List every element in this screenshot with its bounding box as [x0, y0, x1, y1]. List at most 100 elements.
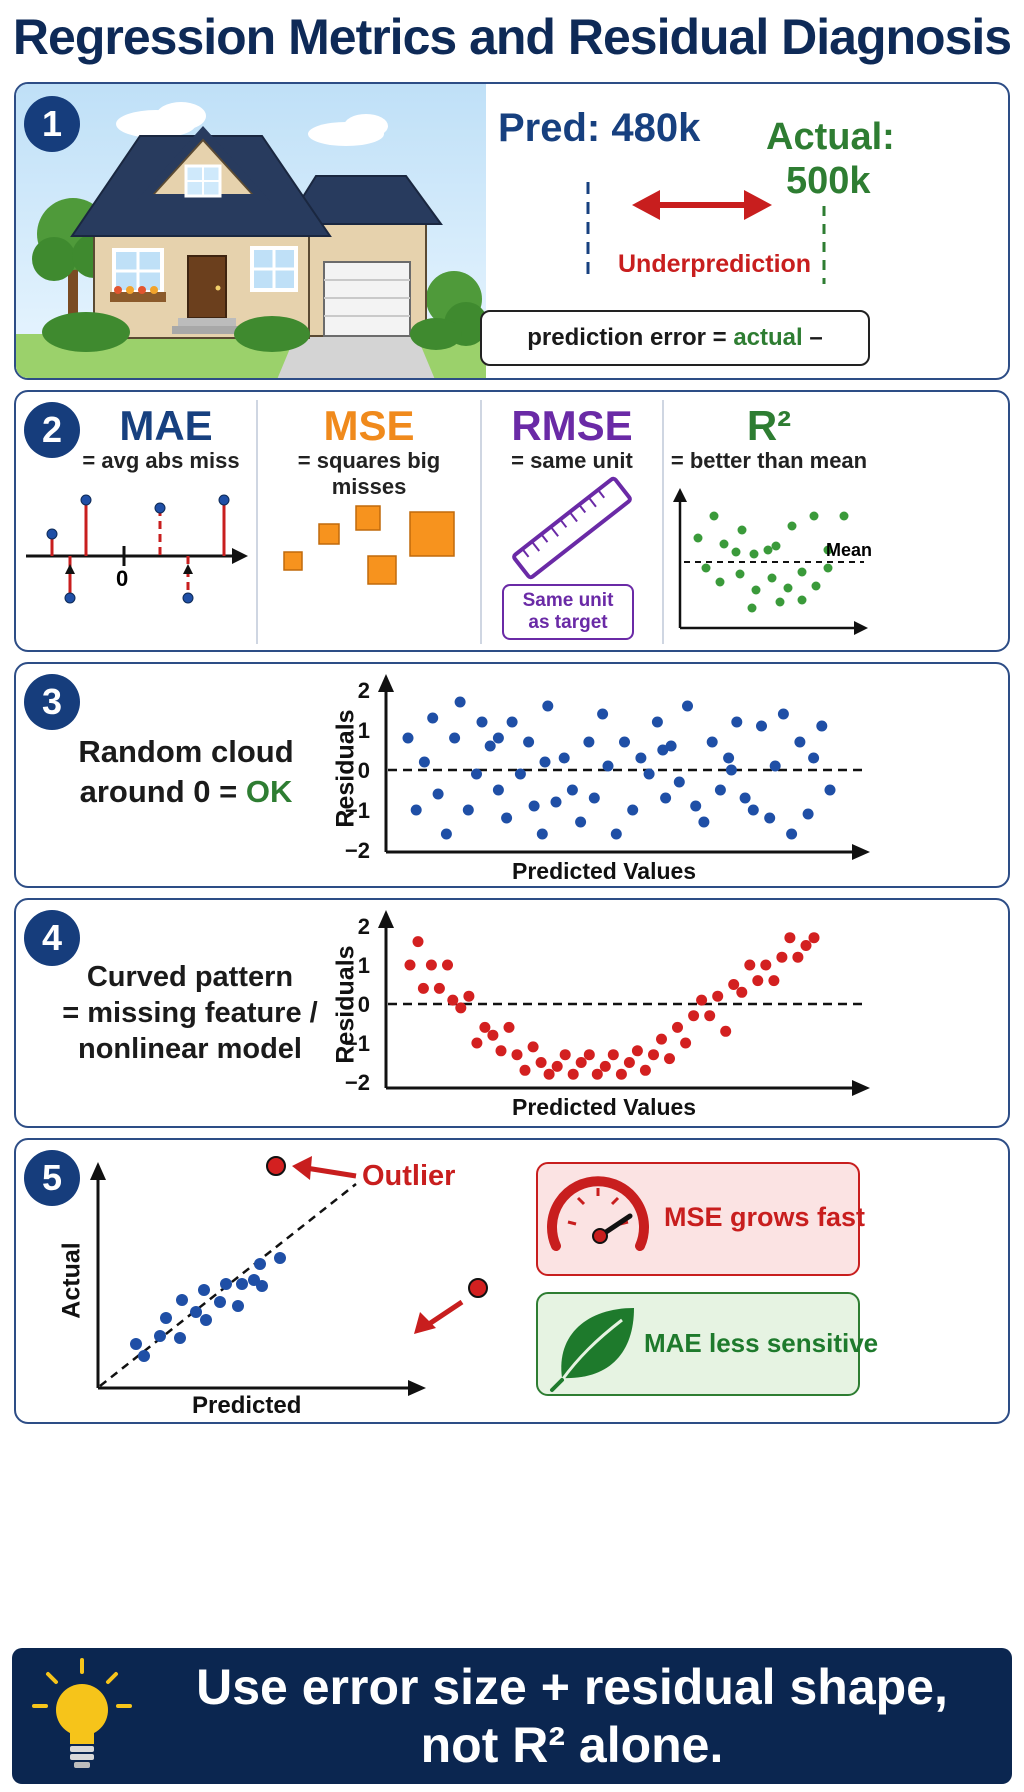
residual-point	[528, 800, 540, 812]
residual-point	[454, 696, 466, 708]
error-formula: prediction error = actual – prediction	[480, 310, 870, 378]
ytick: 0	[357, 992, 370, 1017]
residual-point	[539, 756, 551, 768]
residual-point	[720, 1025, 732, 1037]
residual-point	[648, 1049, 659, 1061]
rmse-box-line2: as target	[528, 612, 608, 633]
curved-pattern-line2: = missing feature /	[62, 997, 318, 1029]
outlier-point	[266, 1156, 286, 1176]
residual-point	[784, 932, 796, 944]
residual-point	[752, 975, 764, 987]
rmse-box-line1: Same unit	[522, 590, 614, 611]
curved-pattern-line1: Curved pattern	[86, 961, 294, 993]
residual-point	[756, 720, 767, 732]
residual-point	[476, 716, 488, 728]
step-number-2: 2	[24, 402, 80, 458]
panel-curved-residuals: 4 Curved pattern = missing feature / non…	[14, 898, 1010, 1128]
panel-prediction-error: 1 Pred: 480k Actual: 500k Underpredictio…	[14, 82, 1010, 380]
residual-point	[527, 1041, 539, 1053]
mse-square	[318, 523, 340, 545]
ytick: −2	[344, 838, 370, 863]
takeaway-banner: Use error size + residual shape, not R² …	[12, 1648, 1012, 1784]
curved-residual-plot	[378, 910, 870, 1096]
random-residual-plot	[378, 674, 870, 860]
residual-point	[615, 1068, 627, 1080]
random-cloud-prefix: around 0 =	[79, 774, 246, 809]
residual-point	[412, 936, 424, 948]
metric-divider	[256, 400, 258, 644]
chart3-y-arrow	[378, 674, 394, 692]
residual-point	[442, 959, 453, 971]
residual-point	[619, 736, 630, 748]
metric-rmse-desc: = same unit	[511, 448, 633, 473]
prediction-label: Pred: 480k	[498, 106, 701, 150]
residual-point	[543, 1068, 555, 1080]
mse-grows-fast-card: MSE grows fast	[536, 1162, 865, 1276]
speedometer-icon	[547, 1176, 649, 1251]
residual-point	[503, 1021, 515, 1033]
house-illustration	[16, 84, 488, 378]
residual-point	[506, 716, 518, 728]
residual-point	[550, 796, 562, 808]
double-arrow-left-head	[632, 190, 660, 220]
residual-point	[567, 1068, 579, 1080]
residual-point	[760, 959, 772, 971]
panel-random-residuals: 3 Random cloud around 0 = OK Residuals 2…	[14, 662, 1010, 888]
residual-point	[747, 804, 759, 816]
random-cloud-line1: Random cloud	[78, 734, 294, 769]
residual-point	[402, 732, 414, 744]
residual-point	[447, 994, 459, 1006]
residual-point	[731, 716, 743, 728]
ytick: −2	[344, 1070, 370, 1095]
mae-point	[154, 502, 166, 514]
predicted-values-axis-label: Predicted Values	[512, 858, 697, 884]
residual-point	[714, 784, 726, 796]
residual-point	[657, 744, 669, 756]
metric-divider	[480, 400, 482, 644]
residual-point	[808, 932, 820, 944]
chart3-x-arrow	[852, 844, 870, 860]
mse-square	[367, 555, 397, 585]
formula-actual: actual	[733, 324, 803, 351]
residual-point	[682, 700, 693, 712]
leaf-icon	[550, 1308, 634, 1392]
panel-metrics: 2 MAE = avg abs miss MSE = squares big m…	[14, 390, 1010, 652]
ytick: −1	[344, 798, 370, 823]
residual-point	[575, 1057, 587, 1068]
residual-point	[769, 760, 781, 772]
residual-point	[794, 736, 806, 748]
residual-point	[591, 1068, 603, 1080]
mse-grows-fast-text: MSE grows fast	[664, 1202, 866, 1232]
residual-point	[777, 708, 789, 720]
residual-point	[800, 940, 812, 951]
residual-point	[739, 792, 751, 804]
residual-point	[536, 828, 548, 840]
mae-zero-label: 0	[116, 566, 129, 591]
actual-label-line1: Actual:	[766, 116, 895, 158]
chart4-y-arrow	[378, 910, 394, 928]
residual-point	[824, 784, 836, 796]
residual-point	[404, 959, 416, 971]
residual-point	[487, 1029, 499, 1041]
residual-point	[427, 712, 439, 724]
metric-mse-title: MSE	[323, 402, 415, 449]
residual-point	[433, 982, 445, 994]
mae-less-sensitive-card: MAE less sensitive	[536, 1292, 878, 1396]
residual-point	[462, 804, 474, 816]
panel-outliers: 5 Actual Outlier Predicted	[14, 1138, 1010, 1424]
residual-point	[725, 764, 737, 776]
residual-point	[680, 1037, 692, 1049]
residual-point	[551, 1060, 563, 1072]
residual-point	[696, 994, 708, 1006]
mae-point	[218, 494, 230, 506]
residual-point	[607, 1049, 619, 1061]
actual-label-line2: 500k	[786, 160, 871, 202]
residual-point	[588, 792, 600, 804]
metric-mae-desc: = avg abs miss	[82, 448, 240, 473]
residual-point	[698, 816, 710, 828]
residual-point	[690, 800, 702, 812]
residual-point	[704, 1010, 716, 1022]
residual-point	[706, 736, 718, 748]
ytick: 0	[357, 758, 370, 783]
step-number-5: 5	[24, 1150, 80, 1206]
